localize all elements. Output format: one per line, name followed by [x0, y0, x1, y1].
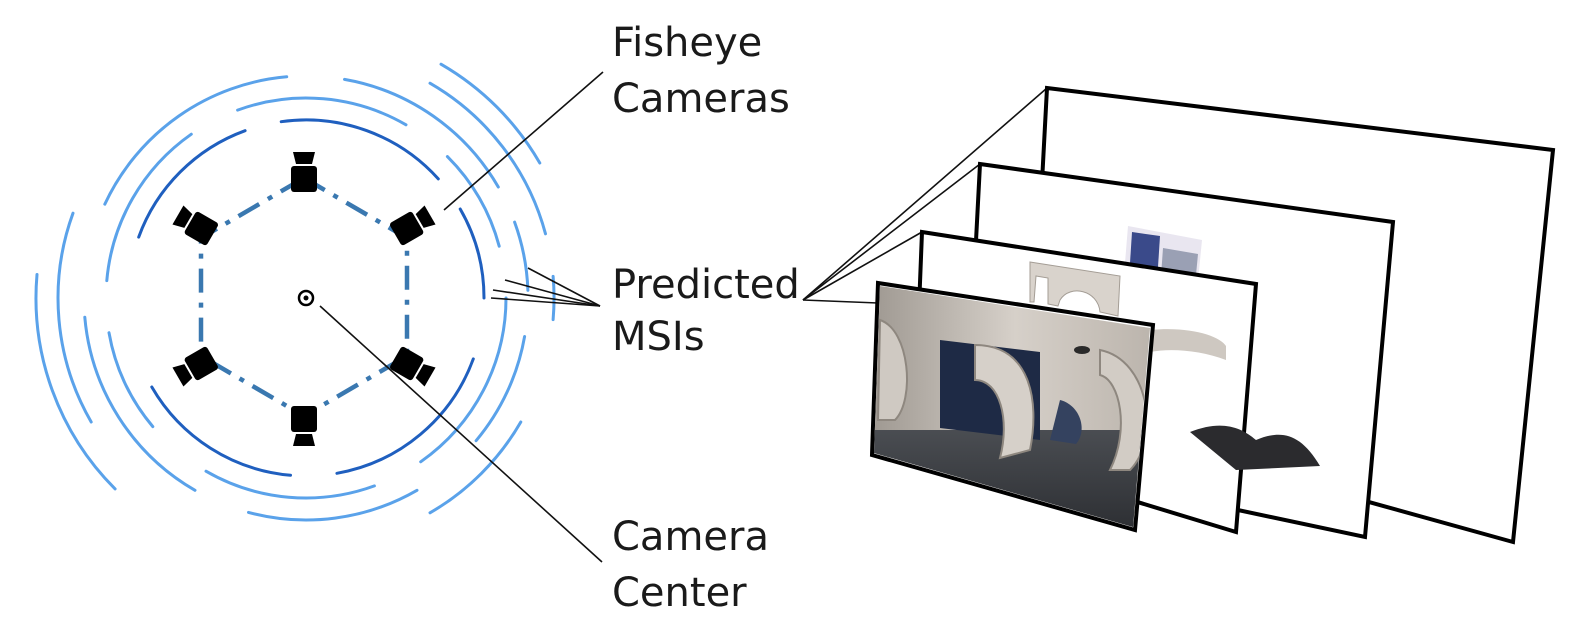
fisheye-leader — [443, 71, 604, 211]
msi-ring-arc — [137, 129, 247, 239]
msi-ring-arc — [458, 207, 486, 300]
camera-icon — [291, 152, 317, 192]
msi-ring-arc — [419, 296, 508, 464]
msi-rings — [34, 62, 556, 522]
predicted-msis-label: Predicted MSIs — [612, 262, 813, 360]
msi-ring-arc — [83, 315, 197, 492]
fisheye-cameras — [172, 152, 436, 446]
msi-ring-arc — [445, 155, 501, 248]
msi-ring-arc — [428, 420, 523, 515]
camera-icon — [172, 205, 218, 246]
fisheye-cameras-label: Fisheye Cameras — [612, 20, 790, 122]
msi-ring-arc — [551, 274, 556, 322]
msi-ring-arc — [513, 220, 530, 292]
msi-ring-arc — [247, 488, 419, 522]
msi-ring-arc — [56, 211, 93, 424]
msi-ring-arc — [343, 77, 500, 189]
msi-ring-arc — [103, 75, 289, 206]
center-leader — [319, 305, 603, 563]
msi-ring-arc — [236, 96, 408, 127]
msi-ring-arc — [150, 385, 292, 477]
camera-icon — [172, 346, 218, 387]
msi-ring-arc — [34, 273, 117, 491]
msi-leaders-right — [802, 87, 1048, 304]
msi-ring-arc — [335, 357, 475, 475]
msi-leaders-left — [490, 267, 601, 307]
msi-ring-arc — [105, 132, 193, 283]
camera-center-icon — [297, 289, 315, 307]
msi-plane-1 — [869, 280, 1156, 533]
msi-ring-arc — [439, 62, 542, 165]
camera-center-label: Camera Center — [612, 514, 782, 616]
camera-icon — [291, 406, 317, 446]
camera-icon — [390, 205, 436, 246]
msi-ring-arc — [204, 469, 376, 500]
msi-ring-arc — [279, 118, 440, 181]
msi-ring-arc — [428, 81, 547, 236]
camera-icon — [390, 346, 436, 387]
msi-ring-arc — [107, 331, 155, 429]
msi-ring-arc — [474, 335, 527, 443]
